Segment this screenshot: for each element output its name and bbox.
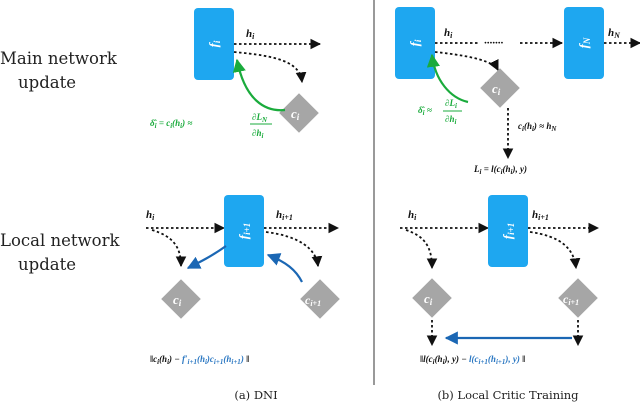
layer-label-f-i-b: fi (407, 39, 423, 46)
arrow-h-i-plus-1-to-critic-b (529, 231, 581, 270)
synthetic-gradient-denominator: ∂hi (252, 128, 263, 140)
local-loss-definition: Li = l(ci(hi), y) (473, 164, 527, 176)
layer-label-f-n: fN (576, 37, 592, 48)
lct-bottom: hi fi+1 hi+1 ci ci+1 ‖l(ci(hi), y) − l(c… (400, 195, 600, 366)
dots-ellipsis: ······· (484, 37, 504, 49)
critic-diamond-c-i-plus-1 (300, 279, 340, 319)
local-gradient-formula: δ̂i ≈ (418, 105, 432, 117)
blue-arrow-into-c-i (186, 245, 227, 269)
layer-block-f-i (194, 8, 234, 80)
arrow-h-i-to-critic-b (405, 229, 438, 270)
dni-loss-formula: ‖ci(hi) − f′i+1(hi)ci+1(hi+1) ‖ (150, 354, 249, 366)
synthetic-gradient-formula: δ̂i = ci(hi) ≈ (150, 118, 192, 130)
critic-diamond-c-i-bottom (161, 279, 201, 319)
layer-block-f-i-plus-1-b (488, 195, 528, 267)
critic-label-c-i-bottom: ci (173, 292, 182, 308)
label-h-i-bottom: hi (146, 209, 155, 222)
critic-diamond-c-i-bottom-b (412, 278, 452, 318)
blue-arrow-into-f-i-plus-1 (266, 253, 303, 283)
critic-approx-label: ci(hi) ≈ hN (518, 121, 557, 133)
label-h-i: hi (246, 28, 255, 41)
layer-block-f-i-b (395, 7, 435, 79)
arrow-to-critic-c-i-b (434, 51, 499, 71)
layer-block-f-i-plus-1 (224, 195, 264, 267)
synthetic-gradient-fraction: ∂LN (252, 112, 268, 124)
critic-diamond-c-i-plus-1-b (558, 278, 598, 318)
label-h-n: hN (608, 27, 621, 40)
arrow-to-critic-c-i (233, 51, 307, 84)
label-h-i-plus-1-b: hi+1 (532, 209, 549, 222)
label-h-i-bottom-b: hi (408, 209, 417, 222)
layer-label-f-i: fi (206, 40, 222, 47)
label-h-i-plus-1: hi+1 (276, 209, 293, 222)
lct-top: fi ······· hi fN hN ci δ̂i ≈ ∂Li ∂hi ci(… (395, 7, 640, 176)
caption-dni: (a) DNI (234, 388, 277, 402)
arrow-h-i-plus-1-to-critic (265, 231, 323, 268)
dni-top: fi hi ci δ̂i = ci(hi) ≈ ∂LN ∂hi (150, 8, 322, 140)
arrow-h-i-to-critic (151, 229, 187, 268)
layer-block-f-n (564, 7, 604, 79)
critic-label-c-i-bottom-b: ci (424, 291, 433, 307)
green-gradient-arrow (232, 58, 286, 112)
label-h-i-b: hi (444, 27, 453, 40)
dni-bottom: hi fi+1 hi+1 ci ci+1 ‖ci(hi) − f′i+1(hi)… (146, 195, 340, 366)
lct-loss-formula: ‖l(ci(hi), y) − l(ci+1(hi+1), y) ‖ (420, 354, 525, 366)
green-gradient-arrow-b (426, 53, 469, 104)
caption-local-critic: (b) Local Critic Training (437, 388, 579, 402)
critic-label-c-i-b: ci (492, 81, 501, 97)
critic-label-c-i: ci (291, 106, 300, 122)
local-gradient-fraction: ∂Li (445, 98, 457, 110)
local-gradient-denominator: ∂hi (445, 114, 456, 126)
